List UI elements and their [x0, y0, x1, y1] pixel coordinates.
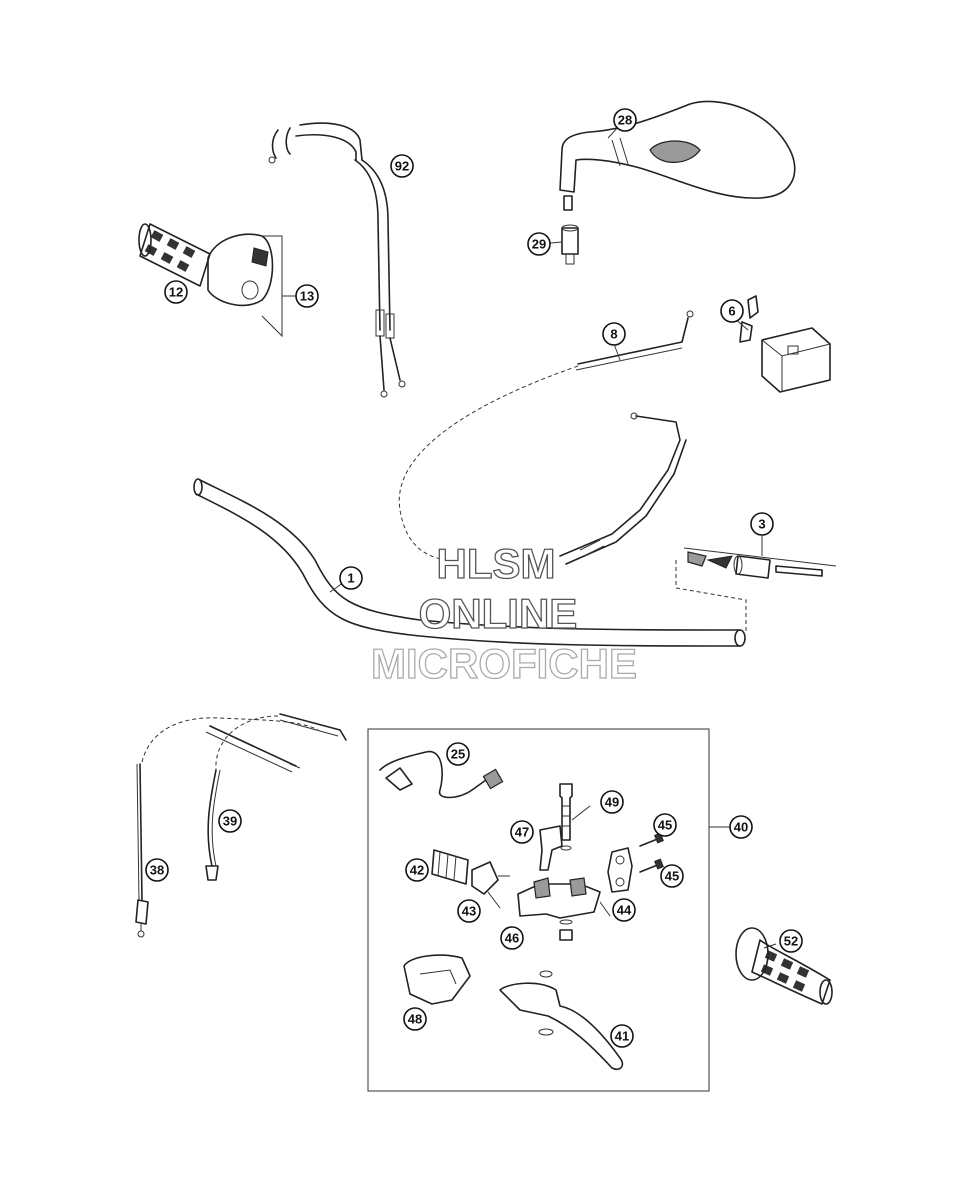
callout-45-top: 45: [653, 813, 677, 837]
clutch-cable: [398, 310, 694, 565]
svg-text:29: 29: [532, 237, 546, 252]
clutch-bolt-47-49: [539, 783, 573, 871]
clamp-44: [607, 847, 633, 893]
svg-text:25: 25: [451, 747, 465, 762]
callout-8: 8: [602, 322, 626, 346]
lever-cover-48: [403, 954, 471, 1005]
callout-28: 28: [613, 108, 637, 132]
callout-43: 43: [457, 899, 481, 923]
throttle-cables: [268, 122, 406, 398]
mirror-adapter: [561, 224, 579, 265]
callout-48: 48: [403, 1007, 427, 1031]
callout-46: 46: [500, 926, 524, 950]
watermark-line-1: HLSM: [437, 540, 556, 587]
svg-text:47: 47: [515, 825, 529, 840]
svg-text:48: 48: [408, 1012, 422, 1027]
svg-text:38: 38: [150, 863, 164, 878]
left-grip: [735, 927, 833, 1005]
svg-text:1: 1: [347, 571, 354, 586]
clutch-switch-25: [379, 751, 504, 799]
throttle-grip: [138, 223, 211, 287]
svg-text:46: 46: [505, 931, 519, 946]
callout-44: 44: [612, 898, 636, 922]
callout-39: 39: [218, 809, 242, 833]
clutch-lever-41: [499, 970, 624, 1071]
cable-39: [205, 713, 347, 881]
svg-text:92: 92: [395, 159, 409, 174]
watermark-line-2: ONLINE: [419, 590, 578, 637]
throttle-housing: [207, 233, 283, 338]
watermark-line-3: MICROFICHE: [371, 640, 637, 687]
svg-text:12: 12: [169, 285, 183, 300]
svg-text:13: 13: [300, 289, 314, 304]
callout-47: 47: [510, 820, 534, 844]
callout-52: 52: [779, 929, 803, 953]
callout-41: 41: [610, 1024, 634, 1048]
svg-text:45: 45: [658, 818, 672, 833]
screws-45: [639, 832, 664, 873]
svg-text:49: 49: [605, 795, 619, 810]
svg-text:28: 28: [618, 113, 632, 128]
clutch-perch-46: [517, 877, 601, 941]
svg-text:43: 43: [462, 904, 476, 919]
svg-text:41: 41: [615, 1029, 629, 1044]
callout-12: 12: [164, 280, 188, 304]
callout-29: 29: [527, 232, 551, 256]
svg-text:45: 45: [665, 869, 679, 884]
callout-38: 38: [145, 858, 169, 882]
callout-3: 3: [750, 512, 774, 536]
handlebar: [193, 478, 746, 647]
callout-25: 25: [446, 742, 470, 766]
svg-text:39: 39: [223, 814, 237, 829]
clutch-assembly-box: [367, 728, 710, 1092]
callout-45-bottom: 45: [660, 864, 684, 888]
callout-40: 40: [729, 815, 753, 839]
adjuster-42-43: [431, 849, 510, 895]
callout-49: 49: [600, 790, 624, 814]
svg-text:42: 42: [410, 863, 424, 878]
mirror: [559, 100, 796, 211]
switch-assembly: [739, 295, 831, 393]
watermark: HLSM ONLINE MICROFICHE: [370, 539, 637, 687]
svg-text:52: 52: [784, 934, 798, 949]
callout-92: 92: [390, 154, 414, 178]
svg-text:40: 40: [734, 820, 748, 835]
svg-text:8: 8: [610, 327, 617, 342]
cable-38: [135, 717, 319, 938]
callout-6: 6: [720, 299, 744, 323]
svg-text:44: 44: [617, 903, 632, 918]
callout-42: 42: [405, 858, 429, 882]
callout-1: 1: [339, 566, 363, 590]
bar-end-set: [675, 536, 837, 632]
svg-text:3: 3: [758, 517, 765, 532]
callout-13: 13: [295, 284, 319, 308]
svg-text:6: 6: [728, 304, 735, 319]
